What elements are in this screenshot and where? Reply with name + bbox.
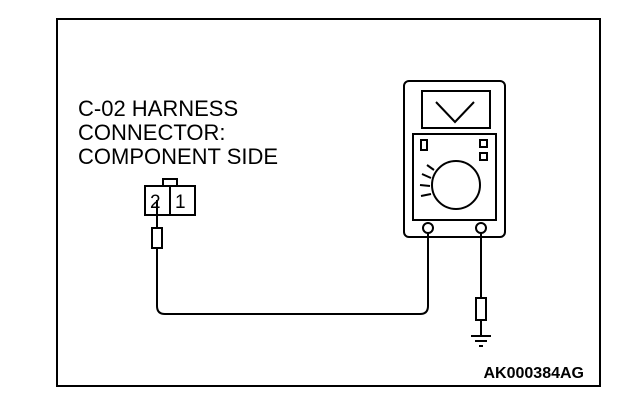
meter-display <box>421 90 491 129</box>
meter-display-v <box>435 101 475 124</box>
figure-code: AK000384AG <box>484 365 585 382</box>
label-line-3: COMPONENT SIDE <box>78 144 278 169</box>
figure-frame <box>56 18 601 387</box>
meter-panel <box>412 133 497 221</box>
label-line-1: C-02 HARNESS <box>78 96 238 121</box>
meter-jack-volt <box>475 222 487 234</box>
meter-switch-c <box>479 152 488 161</box>
meter-body <box>403 80 506 238</box>
connector-pin-1: 1 <box>175 192 186 213</box>
meter-jack-common <box>422 222 434 234</box>
probe-handle <box>151 227 163 249</box>
meter-scale-marks <box>419 164 435 197</box>
ground-icon <box>471 335 491 347</box>
meter-switch-b <box>479 139 488 148</box>
multimeter-icon <box>403 80 506 238</box>
ground-probe-handle <box>475 297 487 321</box>
probe-lead <box>151 200 429 315</box>
label-line-2: CONNECTOR: <box>78 120 226 145</box>
meter-dial <box>431 160 481 210</box>
connector-label: C-02 HARNESS CONNECTOR: COMPONENT SIDE <box>78 96 278 169</box>
meter-switch-a <box>420 139 428 151</box>
connector-icon: 2 1 <box>144 178 196 216</box>
connector-latch <box>162 178 178 187</box>
probe-wire <box>156 232 429 315</box>
connector-pin-2: 2 <box>150 192 161 213</box>
ground-lead <box>475 233 487 336</box>
